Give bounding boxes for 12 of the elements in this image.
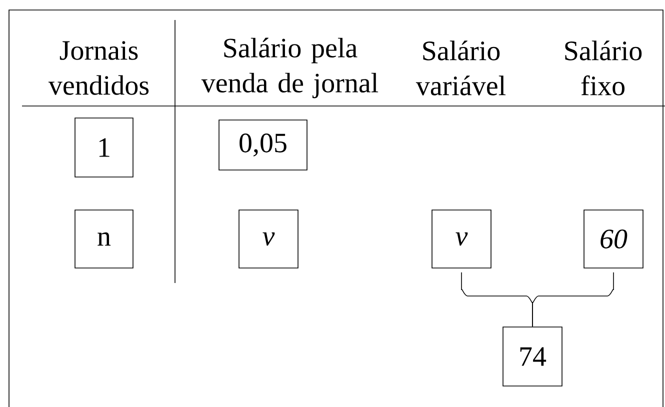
value-box: n <box>74 210 134 268</box>
value-box: 0,05 <box>218 120 308 170</box>
column-header: Salário pela venda de jornal <box>201 38 378 98</box>
value-box: v <box>432 210 492 268</box>
value-box: 60 <box>584 210 644 268</box>
value-box: 1 <box>74 118 134 178</box>
brace <box>532 272 614 327</box>
column-header: Jornais vendidos <box>48 41 149 95</box>
value-box: v <box>238 210 298 268</box>
column-header: Salário fixo <box>565 40 642 96</box>
value-box: 74 <box>502 326 562 386</box>
column-header: Salário variável <box>416 40 506 96</box>
